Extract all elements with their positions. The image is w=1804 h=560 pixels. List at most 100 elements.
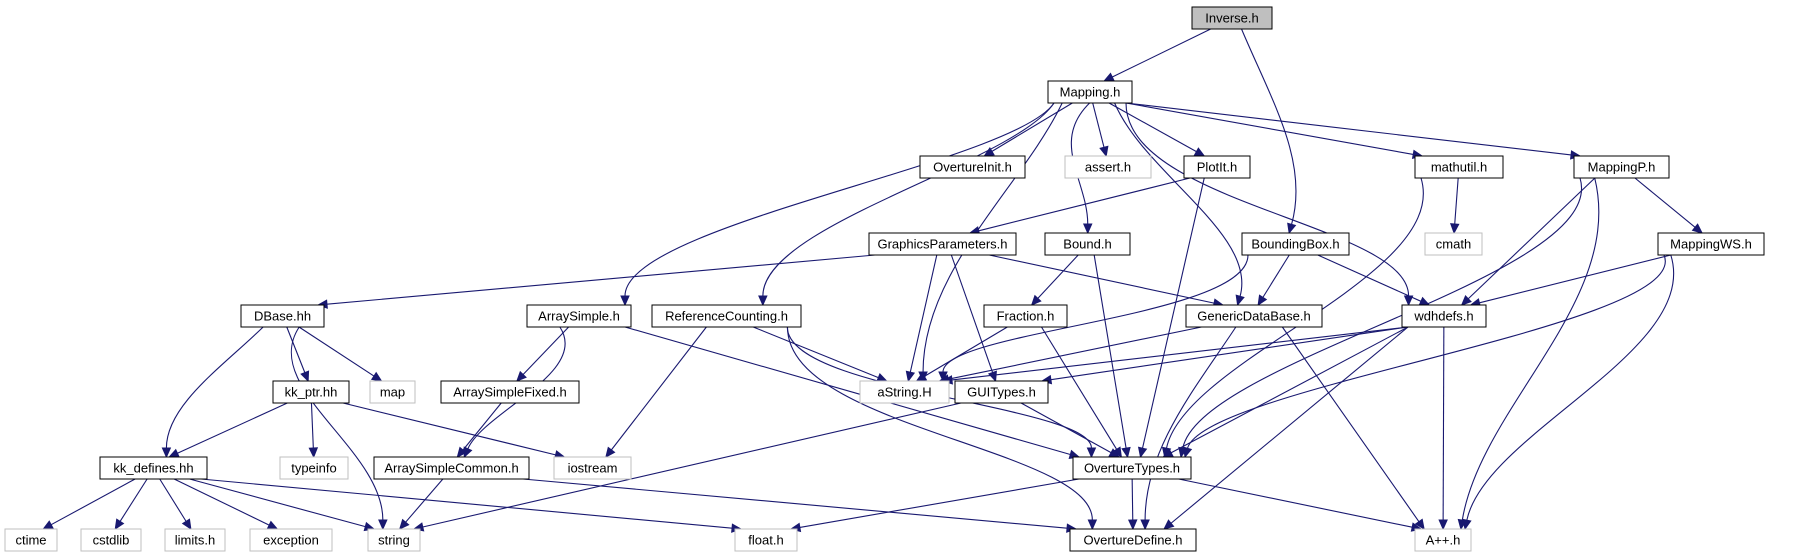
node-limits[interactable]: limits.h xyxy=(164,528,226,552)
node-ctime[interactable]: ctime xyxy=(4,528,58,552)
node-label-iostream: iostream xyxy=(568,461,618,476)
node-arraysimplecommon[interactable]: ArraySimpleCommon.h xyxy=(373,456,530,480)
node-kkptr[interactable]: kk_ptr.hh xyxy=(272,380,350,404)
node-mappingp[interactable]: MappingP.h xyxy=(1573,155,1670,179)
node-label-bound: Bound.h xyxy=(1063,237,1111,252)
node-label-mathutil: mathutil.h xyxy=(1431,160,1487,175)
node-astring[interactable]: aString.H xyxy=(859,380,950,404)
arrowhead-arraysimplefixed-to-arraysimplecommon xyxy=(456,446,468,458)
node-arraysimplefixed[interactable]: ArraySimpleFixed.h xyxy=(440,380,580,404)
arrowhead-wdhdefs-to-overturedefine xyxy=(1163,519,1175,530)
edge-kkdefines-to-cstdlib xyxy=(119,478,148,522)
node-iostream[interactable]: iostream xyxy=(553,456,632,480)
arrowhead-mappingws-to-overturetypes xyxy=(1182,446,1193,459)
node-box-overtureinit xyxy=(919,155,1026,179)
arrowhead-mapping-to-plotit xyxy=(1193,147,1206,157)
node-string[interactable]: string xyxy=(367,528,421,552)
node-refcount[interactable]: ReferenceCounting.h xyxy=(651,304,802,328)
arrowhead-graphicsparams-to-astring xyxy=(905,370,916,383)
node-boundingbox[interactable]: BoundingBox.h xyxy=(1241,232,1350,256)
arrowhead-inverse-to-mapping xyxy=(1103,72,1115,82)
arrowhead-graphicsparams-to-guitypes xyxy=(987,370,997,383)
arrowhead-bound-to-overturetypes xyxy=(1121,446,1131,459)
node-arraysimple[interactable]: ArraySimple.h xyxy=(526,304,632,328)
edge-overturetypes-to-app xyxy=(1178,478,1413,528)
node-overturedefine[interactable]: OvertureDefine.h xyxy=(1069,528,1197,552)
node-box-overturedefine xyxy=(1069,528,1197,552)
edge-arraysimple-to-overturetypes xyxy=(624,326,1071,456)
arrowhead-arraysimplecommon-to-string xyxy=(398,518,410,530)
edge-overturetypes-to-overturedefine xyxy=(1131,478,1134,521)
node-box-arraysimplecommon xyxy=(373,456,530,480)
node-kkdefines[interactable]: kk_defines.hh xyxy=(99,456,208,480)
node-label-inverse: Inverse.h xyxy=(1205,11,1258,26)
node-label-float: float.h xyxy=(748,533,783,548)
edge-bound-to-overturetypes xyxy=(1093,254,1127,449)
node-mapping[interactable]: Mapping.h xyxy=(1047,80,1133,104)
edge-kkdefines-to-float xyxy=(200,478,733,529)
edge-mapping-to-mappingp xyxy=(1125,102,1572,156)
edge-fraction-to-overturetypes xyxy=(1041,326,1118,450)
node-plotit[interactable]: PlotIt.h xyxy=(1183,155,1251,179)
node-cstdlib[interactable]: cstdlib xyxy=(80,528,142,552)
node-float[interactable]: float.h xyxy=(734,528,798,552)
node-box-mathutil xyxy=(1414,155,1504,179)
edge-refcount-to-astring xyxy=(752,326,879,379)
node-overtureinit[interactable]: OvertureInit.h xyxy=(919,155,1026,179)
node-label-assert: assert.h xyxy=(1085,160,1131,175)
node-cmath[interactable]: cmath xyxy=(1424,232,1483,256)
node-label-overturetypes: OvertureTypes.h xyxy=(1084,461,1180,476)
node-box-exception xyxy=(249,528,333,552)
arrowhead-refcount-to-overturetypes xyxy=(1086,447,1097,459)
node-box-arraysimple xyxy=(526,304,632,328)
node-label-dbase: DBase.hh xyxy=(254,309,311,324)
node-box-limits xyxy=(164,528,226,552)
node-box-ctime xyxy=(4,528,58,552)
node-box-iostream xyxy=(553,456,632,480)
edge-dbase-to-kkdefines xyxy=(165,326,264,449)
arrowhead-boundingbox-to-genericdb xyxy=(1257,294,1268,307)
arrowhead-refcount-to-iostream xyxy=(605,446,616,458)
node-app[interactable]: A++.h xyxy=(1414,528,1472,552)
node-dbase[interactable]: DBase.hh xyxy=(240,304,325,328)
arrowhead-mapping-to-refcount xyxy=(758,295,768,307)
node-mathutil[interactable]: mathutil.h xyxy=(1414,155,1504,179)
node-graphicsparams[interactable]: GraphicsParameters.h xyxy=(868,232,1017,256)
edge-mapping-to-plotit xyxy=(1108,102,1197,153)
node-guitypes[interactable]: GUITypes.h xyxy=(954,380,1049,404)
node-label-mappingws: MappingWS.h xyxy=(1670,237,1752,252)
node-label-arraysimplecommon: ArraySimpleCommon.h xyxy=(384,461,518,476)
node-label-string: string xyxy=(378,533,410,548)
node-map[interactable]: map xyxy=(369,380,416,404)
node-box-assert xyxy=(1064,155,1152,179)
node-label-refcount: ReferenceCounting.h xyxy=(665,309,788,324)
edge-guitypes-to-string xyxy=(422,402,962,528)
edge-mappingp-to-mappingws xyxy=(1634,177,1696,228)
node-box-mapping xyxy=(1047,80,1133,104)
node-box-dbase xyxy=(240,304,325,328)
edge-refcount-to-overturedefine xyxy=(786,326,1093,521)
node-fraction[interactable]: Fraction.h xyxy=(983,304,1068,328)
arrowhead-mappingp-to-wdhdefs xyxy=(1460,294,1472,306)
node-inverse[interactable]: Inverse.h xyxy=(1191,6,1273,30)
node-label-typeinfo: typeinfo xyxy=(291,461,337,476)
node-mappingws[interactable]: MappingWS.h xyxy=(1657,232,1765,256)
node-typeinfo[interactable]: typeinfo xyxy=(279,456,349,480)
node-label-overtureinit: OvertureInit.h xyxy=(933,160,1012,175)
node-assert[interactable]: assert.h xyxy=(1064,155,1152,179)
edge-kkdefines-to-ctime xyxy=(50,478,136,526)
edge-wdhdefs-to-overturedefine xyxy=(1170,326,1409,524)
node-box-astring xyxy=(859,380,950,404)
edge-inverse-to-mapping xyxy=(1112,28,1211,78)
arrowhead-refcount-to-astring xyxy=(876,373,888,382)
edge-mapping-to-mathutil xyxy=(1125,102,1414,155)
node-genericdb[interactable]: GenericDataBase.h xyxy=(1185,304,1323,328)
node-bound[interactable]: Bound.h xyxy=(1044,232,1131,256)
node-overturetypes[interactable]: OvertureTypes.h xyxy=(1072,456,1192,480)
edge-mapping-to-overtureinit xyxy=(991,102,1073,152)
node-wdhdefs[interactable]: wdhdefs.h xyxy=(1401,304,1487,328)
node-exception[interactable]: exception xyxy=(249,528,333,552)
edge-boundingbox-to-wdhdefs xyxy=(1317,254,1422,302)
arrowhead-inverse-to-boundingbox xyxy=(1287,222,1297,235)
edge-kkdefines-to-exception xyxy=(173,478,270,526)
